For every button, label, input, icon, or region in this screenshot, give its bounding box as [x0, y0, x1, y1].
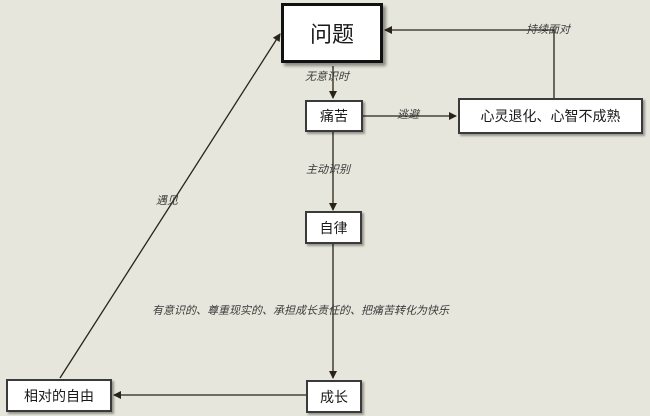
node-problem: 问题 — [281, 3, 383, 63]
edge-freedom-to-problem — [59, 33, 281, 379]
label-persist: 持续面对 — [526, 23, 570, 36]
label-identify: 主动识别 — [306, 163, 350, 176]
label-avoid: 逃避 — [397, 108, 419, 121]
edge-regression-to-problem — [384, 26, 555, 98]
label-encounter: 遇见 — [156, 194, 178, 207]
node-freedom: 相对的自由 — [6, 379, 112, 412]
node-growth: 成长 — [306, 380, 362, 413]
node-discipline: 自律 — [305, 211, 362, 244]
label-unconscious: 无意识时 — [305, 70, 349, 83]
node-pain: 痛苦 — [305, 100, 363, 132]
node-regression: 心灵退化、心智不成熟 — [458, 98, 643, 134]
label-principles: 有意识的、尊重现实的、承担成长责任的、把痛苦转化为快乐 — [152, 304, 449, 317]
